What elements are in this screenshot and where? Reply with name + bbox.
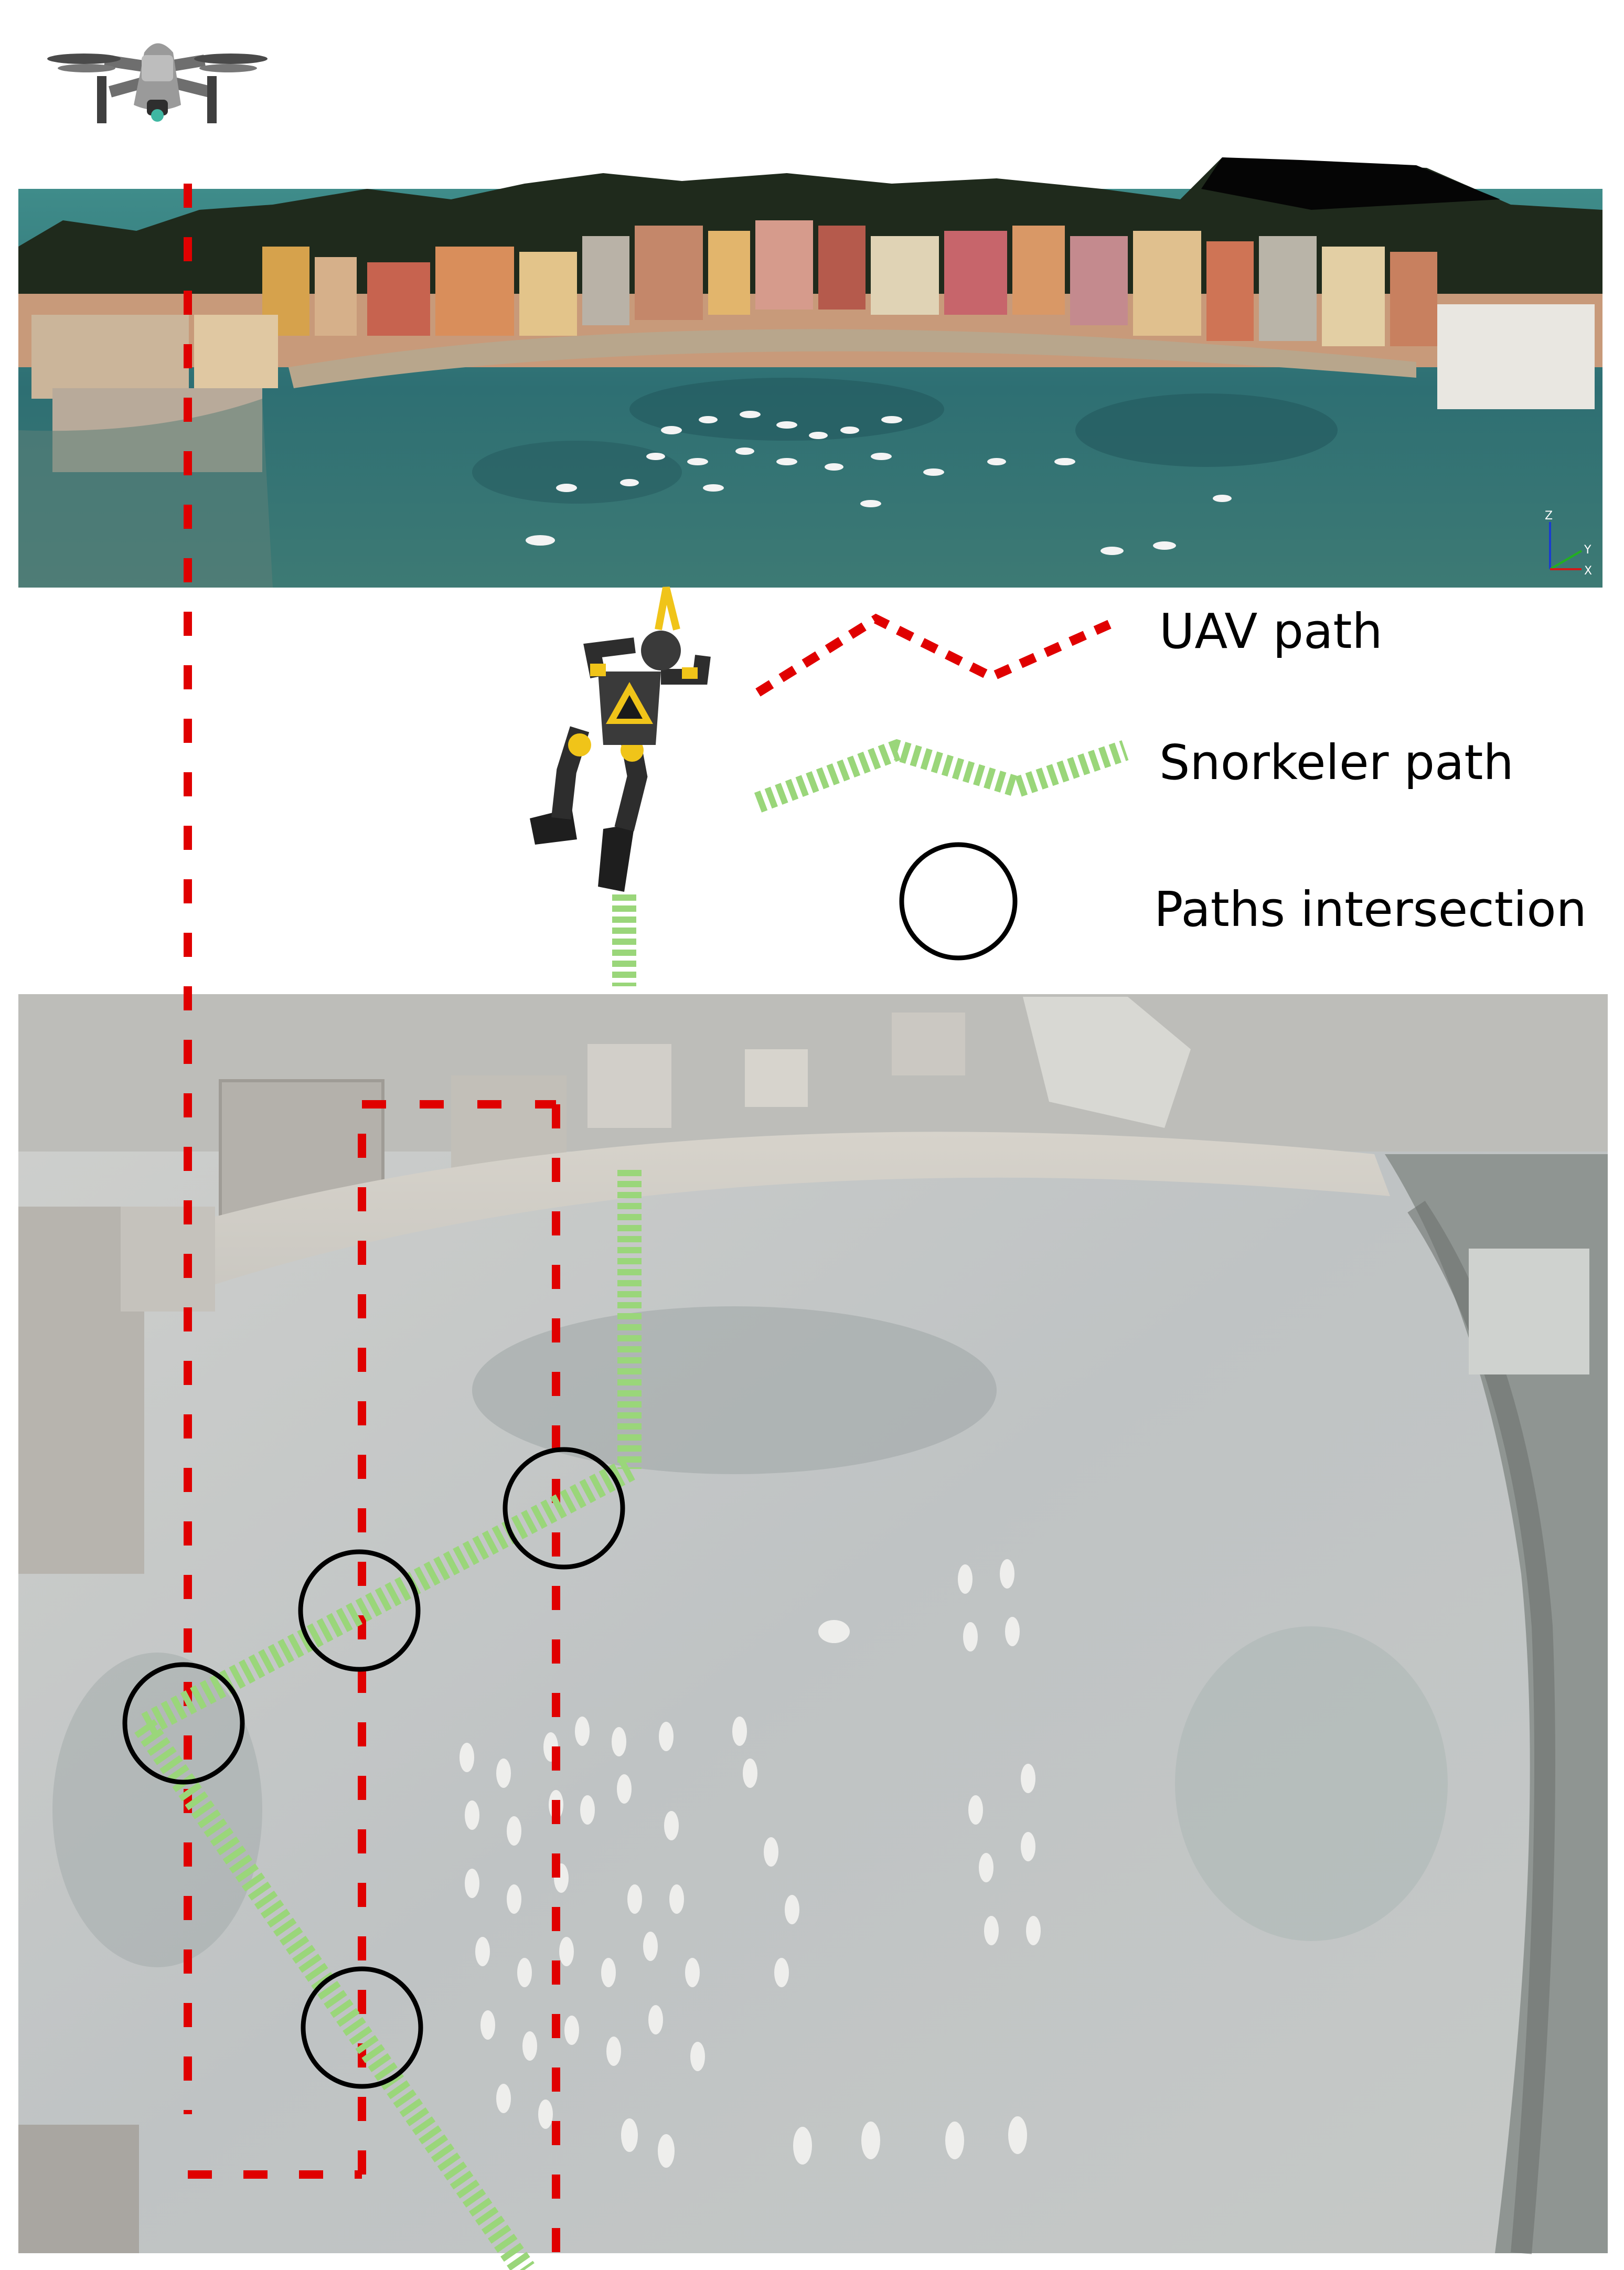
legend-intersection-label: Paths intersection xyxy=(1154,881,1587,937)
legend-snorkeler-label: Snorkeler path xyxy=(1159,734,1514,791)
intersection-markers xyxy=(122,1447,625,2089)
intersection-circle xyxy=(122,1662,245,1785)
legend-snorkeler-swatch xyxy=(754,739,1129,813)
snorkeler-icon xyxy=(530,587,711,892)
legend-intersection-swatch xyxy=(899,842,1018,961)
axis-x-label: X xyxy=(1584,564,1592,578)
drone-icon xyxy=(47,43,268,123)
axis-y-label: Y xyxy=(1584,543,1591,557)
panorama-photo: Z Y X xyxy=(18,157,1602,588)
legend-uav-label: UAV path xyxy=(1159,603,1383,659)
legend-uav-swatch xyxy=(755,613,1112,697)
intersection-circle xyxy=(298,1549,421,1672)
xyz-axes-icon: Z Y X xyxy=(1545,509,1592,578)
snorkeler-path-diagonal-2 xyxy=(134,1719,535,2270)
intersection-circle xyxy=(503,1447,625,1570)
boats-aerial xyxy=(460,1559,1041,2168)
intersection-circle xyxy=(301,1966,423,2089)
legend: UAV path Snorkeler path Paths intersecti… xyxy=(754,603,1587,961)
aerial-map xyxy=(18,994,1608,2254)
axis-z-label: Z xyxy=(1545,509,1553,523)
boats-panorama xyxy=(526,411,1232,555)
